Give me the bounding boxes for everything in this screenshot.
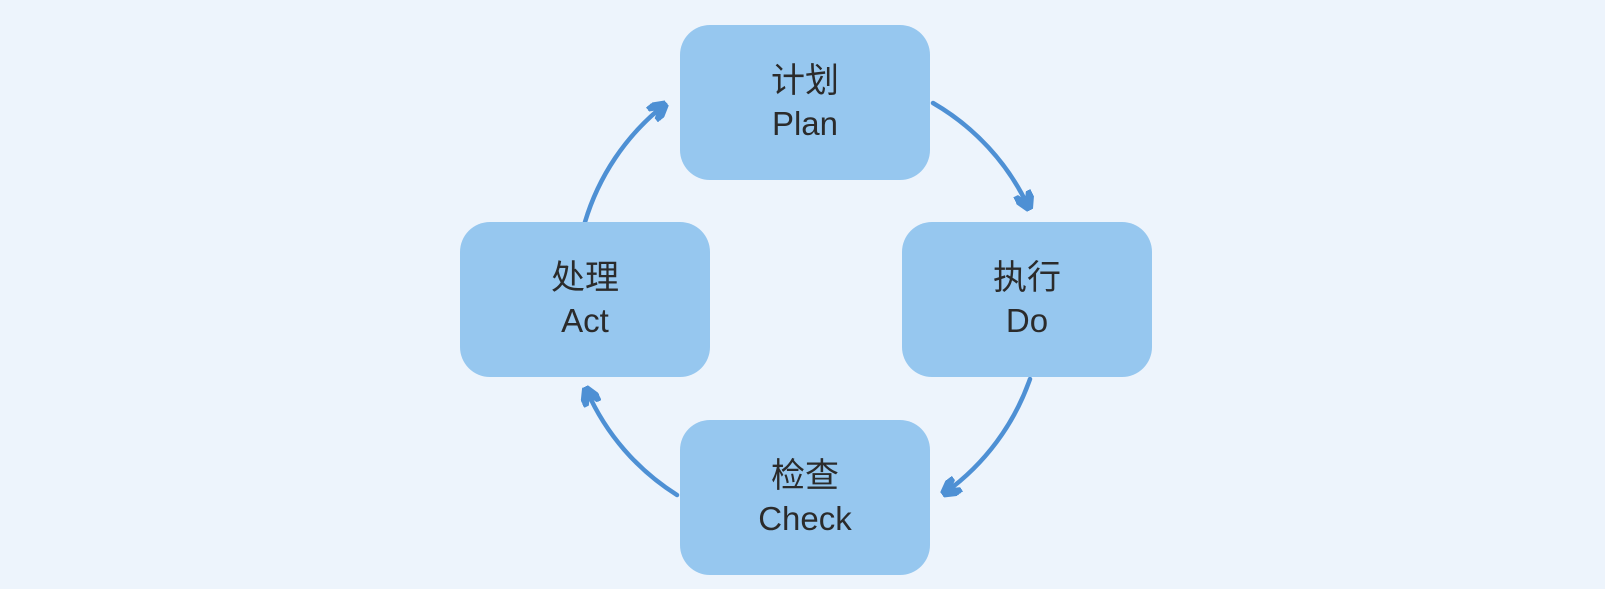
node-do: 执行 Do [902, 222, 1152, 377]
node-plan-label-zh: 计划 [771, 61, 839, 100]
node-do-label-en: Do [1005, 302, 1049, 340]
node-check: 检查 Check [680, 420, 930, 575]
node-act-label-en: Act [561, 302, 609, 340]
node-act: 处理 Act [460, 222, 710, 377]
node-check-label-en: Check [758, 500, 852, 538]
node-plan: 计划 Plan [680, 25, 930, 180]
arrow-do-to-check [946, 376, 1033, 492]
arrow-check-to-act [587, 391, 680, 498]
node-do-label-zh: 执行 [993, 258, 1061, 297]
node-check-label-zh: 检查 [771, 456, 839, 495]
node-act-label-zh: 处理 [551, 258, 619, 297]
arrow-act-to-plan [582, 106, 663, 225]
node-plan-label-en: Plan [771, 105, 839, 143]
arrow-plan-to-do [930, 100, 1028, 206]
